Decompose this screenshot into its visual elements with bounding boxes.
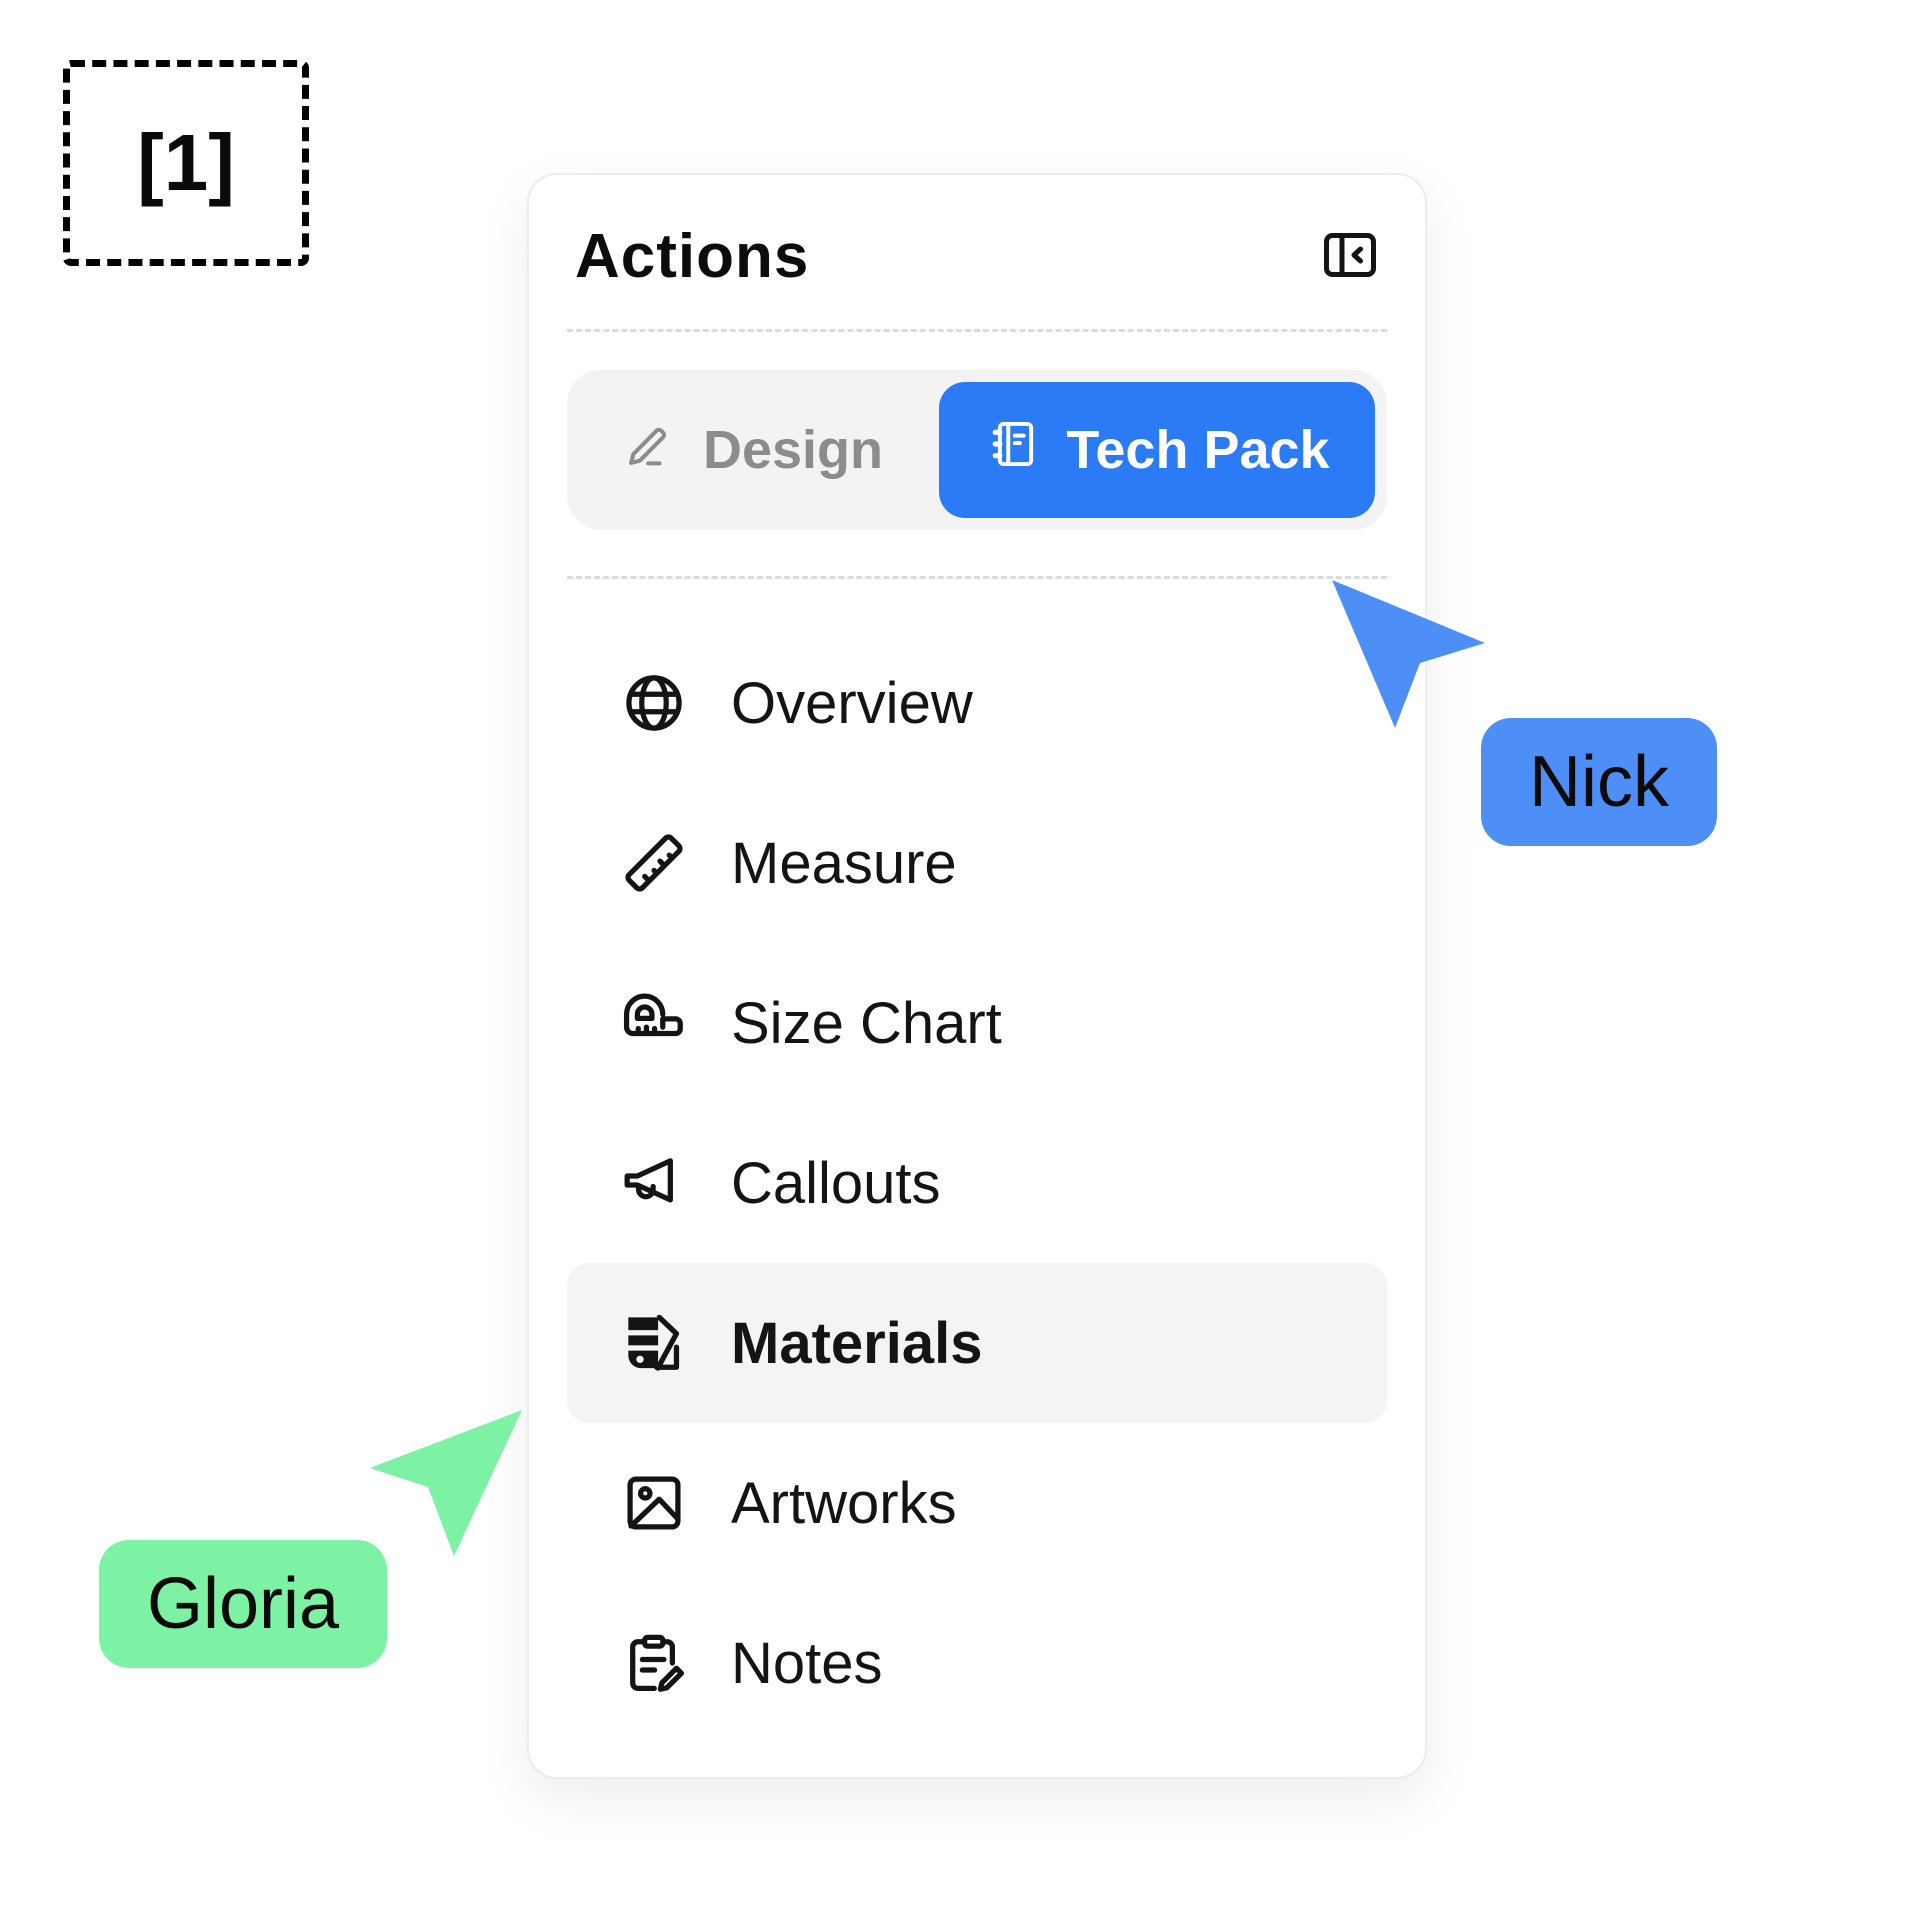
separator [567, 329, 1387, 332]
nick-cursor-label: Nick [1481, 718, 1717, 846]
cursor-arrow-icon [1332, 580, 1485, 728]
pencil-icon [623, 417, 677, 484]
menu-item-overview[interactable]: Overview [567, 623, 1387, 783]
menu-item-measure[interactable]: Measure [567, 783, 1387, 943]
tech-pack-tab-label: Tech Pack [1066, 420, 1330, 480]
menu-item-notes[interactable]: Notes [567, 1583, 1387, 1743]
cursor-arrow-icon [370, 1410, 522, 1556]
panel-header: Actions [567, 175, 1387, 291]
image-icon [619, 1468, 689, 1538]
measuring-tape-icon [619, 988, 689, 1058]
menu-item-label: Artworks [731, 1470, 957, 1536]
ruler-icon [619, 828, 689, 898]
annotation-ref-box: [1] [63, 60, 309, 266]
separator [567, 576, 1387, 579]
menu-item-callouts[interactable]: Callouts [567, 1103, 1387, 1263]
menu-item-label: Size Chart [731, 990, 1002, 1056]
design-tab-label: Design [702, 420, 884, 480]
annotation-ref-label: [1] [137, 118, 235, 207]
menu-item-label: Measure [731, 830, 957, 896]
mode-segmented-control: Design Tech Pack [567, 370, 1387, 530]
megaphone-icon [619, 1148, 689, 1218]
collapse-panel-icon [1320, 225, 1380, 288]
actions-panel: Actions Design [527, 173, 1427, 1779]
swatches-pen-icon [619, 1308, 689, 1378]
tech-pack-tab[interactable]: Tech Pack [939, 382, 1375, 518]
nick-cursor [1330, 576, 1490, 736]
menu-item-size-chart[interactable]: Size Chart [567, 943, 1387, 1103]
gloria-cursor [366, 1406, 526, 1566]
collapse-panel-button[interactable] [1319, 225, 1381, 287]
actions-menu: Overview Measure [567, 623, 1387, 1743]
globe-icon [619, 668, 689, 738]
clipboard-pen-icon [619, 1628, 689, 1698]
menu-item-label: Callouts [731, 1150, 941, 1216]
menu-item-label: Notes [731, 1630, 883, 1696]
menu-item-artworks[interactable]: Artworks [567, 1423, 1387, 1583]
menu-item-materials[interactable]: Materials [567, 1263, 1387, 1423]
gloria-cursor-label: Gloria [99, 1540, 388, 1668]
notebook-icon [984, 416, 1040, 485]
menu-item-label: Overview [731, 670, 973, 736]
design-tab[interactable]: Design [567, 370, 939, 530]
panel-title: Actions [575, 221, 810, 291]
menu-item-label: Materials [731, 1310, 983, 1376]
